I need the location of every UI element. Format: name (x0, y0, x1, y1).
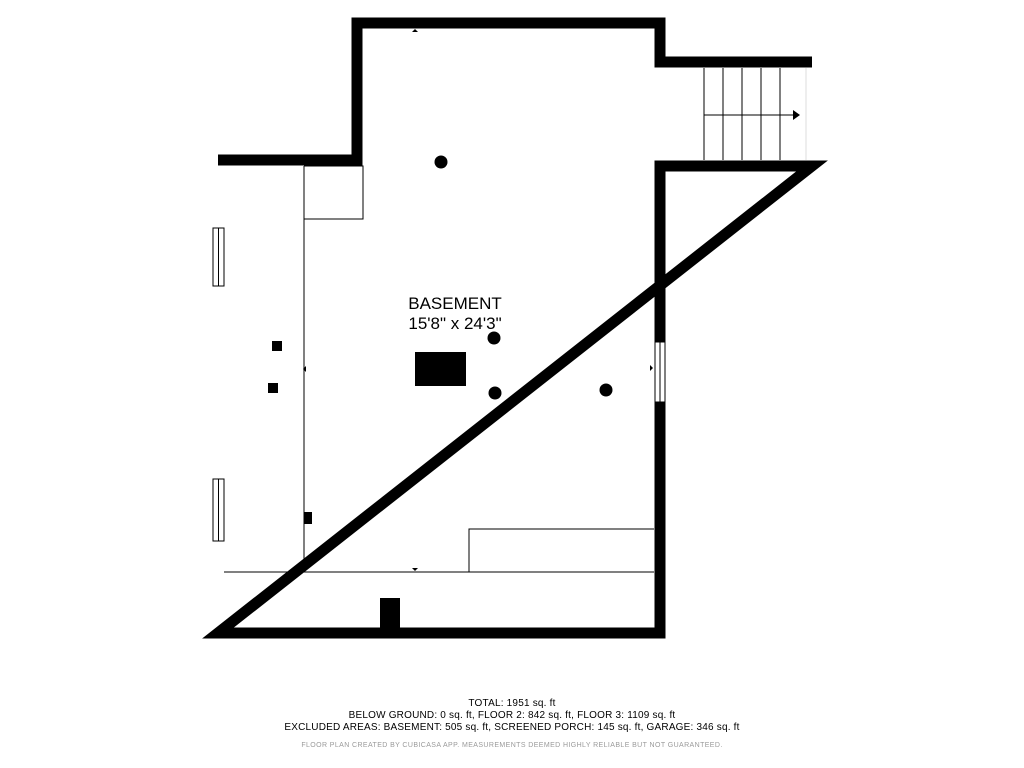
support-post (488, 386, 502, 400)
marker-bottom (412, 568, 418, 571)
fixture-square (268, 383, 278, 393)
room-label: BASEMENT 15'8" x 24'3" (355, 294, 555, 334)
fixture-square (272, 341, 282, 351)
disclaimer: FLOOR PLAN CREATED BY CUBICASA APP. MEAS… (301, 742, 723, 749)
total-area: TOTAL: 1951 sq. ft (468, 698, 556, 709)
fixture-square (304, 512, 312, 524)
exterior-wall (202, 17, 828, 639)
window-left-lower (212, 478, 225, 542)
stair-arrow-icon (793, 110, 800, 120)
support-post (599, 383, 613, 397)
room-dimensions: 15'8" x 24'3" (408, 314, 502, 333)
stairs (703, 68, 807, 160)
window-right (654, 341, 666, 403)
furnace (415, 352, 466, 386)
support-post (434, 155, 448, 169)
room-name: BASEMENT (408, 294, 502, 313)
excluded-areas: EXCLUDED AREAS: BASEMENT: 505 sq. ft, SC… (284, 722, 740, 733)
marker-right (650, 365, 653, 371)
floor-areas: BELOW GROUND: 0 sq. ft, FLOOR 2: 842 sq.… (348, 710, 676, 721)
marker-left (303, 366, 306, 372)
support-post (487, 331, 501, 345)
window-left-upper (212, 227, 225, 287)
marker-top (412, 29, 418, 32)
chimney-block (380, 598, 400, 634)
